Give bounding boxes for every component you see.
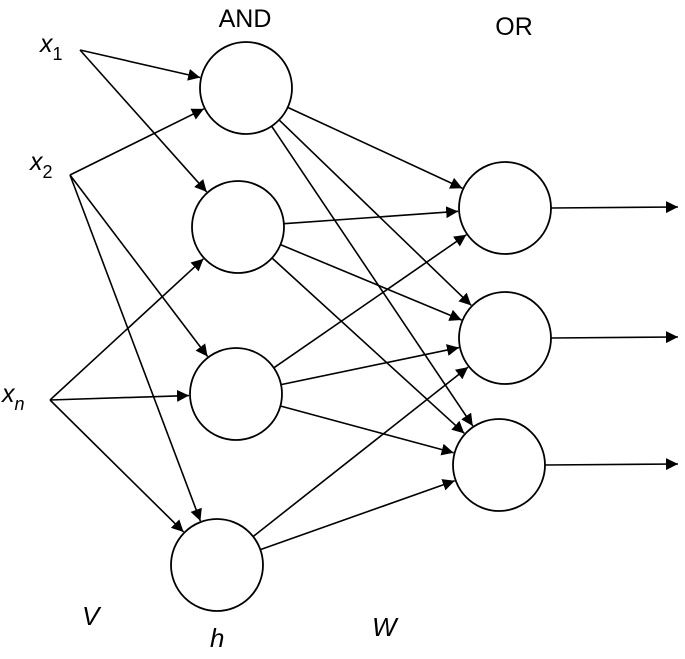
edge-x1-h2 (79, 49, 208, 193)
edge-h3-o2 (280, 344, 460, 386)
weight-label-w: W (372, 612, 399, 642)
edge-h3-o1 (273, 234, 467, 369)
edge-h2-o1 (283, 206, 459, 225)
weight-label-v: V (82, 601, 102, 631)
input-label-xn: xn (1, 380, 25, 414)
hidden-node-h4 (170, 518, 264, 612)
edge-h4-o3 (260, 479, 455, 551)
input-var-x1: x (39, 30, 54, 58)
edge-xn-h3 (49, 389, 190, 402)
output-arrow-o1 (550, 201, 679, 214)
edge-x2-h1 (69, 108, 205, 176)
edge-xn-h4 (49, 399, 185, 533)
input-label-x2: x2 (29, 148, 53, 182)
output-arrow-o2 (550, 331, 679, 344)
output-layer-label: OR (495, 13, 533, 41)
output-node-o3 (452, 418, 546, 512)
input-label-x1: x1 (39, 30, 63, 64)
hidden-node-h3 (189, 347, 283, 441)
edge-h2-o3 (271, 257, 465, 434)
edge-h4-o2 (252, 366, 469, 538)
input-var-x2: x (29, 148, 44, 176)
edge-xn-h2 (49, 258, 204, 401)
output-node-o1 (458, 161, 552, 255)
edge-h3-o3 (280, 405, 454, 456)
edge-h1-o2 (278, 119, 472, 306)
edge-h1-o1 (287, 106, 463, 189)
hidden-node-h2 (191, 180, 285, 274)
hidden-node-h1 (199, 41, 293, 135)
edge-x1-h1 (79, 49, 201, 81)
input-var-xn: x (1, 380, 16, 408)
input-sub-x1: 1 (53, 44, 63, 64)
input-sub-x2: 2 (43, 162, 53, 182)
edges-group (49, 49, 679, 551)
nodes-group (170, 41, 552, 612)
edge-x2-h3 (69, 174, 209, 358)
hidden-label-h: h (210, 623, 224, 653)
edge-h2-o2 (280, 243, 462, 321)
edge-h1-o3 (270, 125, 474, 427)
input-sub-xn: n (15, 394, 25, 414)
hidden-layer-label: AND (219, 5, 272, 33)
output-node-o2 (458, 291, 552, 385)
output-arrow-o3 (544, 458, 679, 471)
edge-x2-h4 (69, 174, 202, 522)
